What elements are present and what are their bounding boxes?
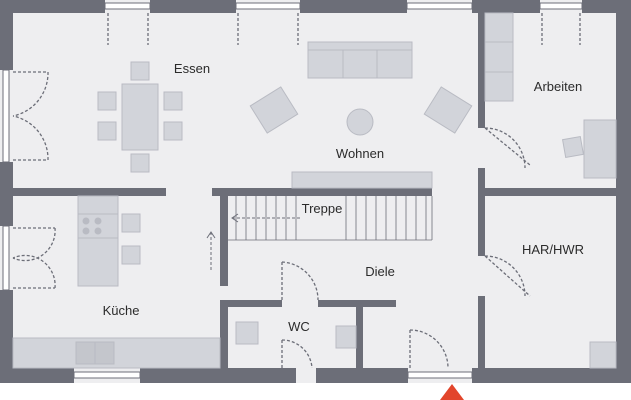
bar-stool <box>121 213 141 233</box>
room-label-har-hwr: HAR/HWR <box>522 242 584 257</box>
room-label-kueche: Küche <box>103 303 140 318</box>
sideboard <box>291 171 433 189</box>
room-label-wc: WC <box>288 319 310 334</box>
har-cabinet <box>589 341 617 369</box>
wc-basin <box>235 321 259 345</box>
office-furniture <box>484 12 617 369</box>
outer-walls <box>0 0 631 383</box>
room-label-essen: Essen <box>174 61 210 76</box>
chair <box>97 121 117 141</box>
bottom-strip <box>0 383 631 400</box>
kitchen-furniture <box>12 195 221 369</box>
stair-small-arrow-icon <box>206 231 216 272</box>
chair <box>97 91 117 111</box>
interior-walls <box>13 13 616 368</box>
living-furniture <box>249 41 473 189</box>
stair-arrow-icon <box>231 213 300 223</box>
dining-table <box>121 83 159 151</box>
kitchen-island <box>77 195 119 287</box>
room-label-diele: Diele <box>365 264 395 279</box>
windows <box>2 2 583 379</box>
room-labels: Essen Arbeiten Wohnen Treppe HAR/HWR Die… <box>103 61 584 334</box>
armchair <box>423 86 473 134</box>
staircase <box>206 196 433 272</box>
armchair <box>249 86 299 134</box>
wc-toilet <box>335 325 357 349</box>
doors <box>12 13 581 369</box>
dining-furniture <box>97 61 183 173</box>
room-label-wohnen: Wohnen <box>336 146 384 161</box>
chair <box>163 121 183 141</box>
coffee-table <box>346 108 374 136</box>
shelf <box>484 12 514 102</box>
chair <box>130 153 150 173</box>
sofa <box>307 41 413 79</box>
wc-fixtures <box>235 321 357 349</box>
desk-chair <box>561 135 585 159</box>
room-label-arbeiten: Arbeiten <box>534 79 582 94</box>
bar-stool <box>121 245 141 265</box>
chair <box>130 61 150 81</box>
chair <box>163 91 183 111</box>
entrance-arrow-icon <box>440 384 464 400</box>
room-label-treppe: Treppe <box>302 201 343 216</box>
kitchen-counter <box>12 337 221 369</box>
desk <box>583 119 617 179</box>
